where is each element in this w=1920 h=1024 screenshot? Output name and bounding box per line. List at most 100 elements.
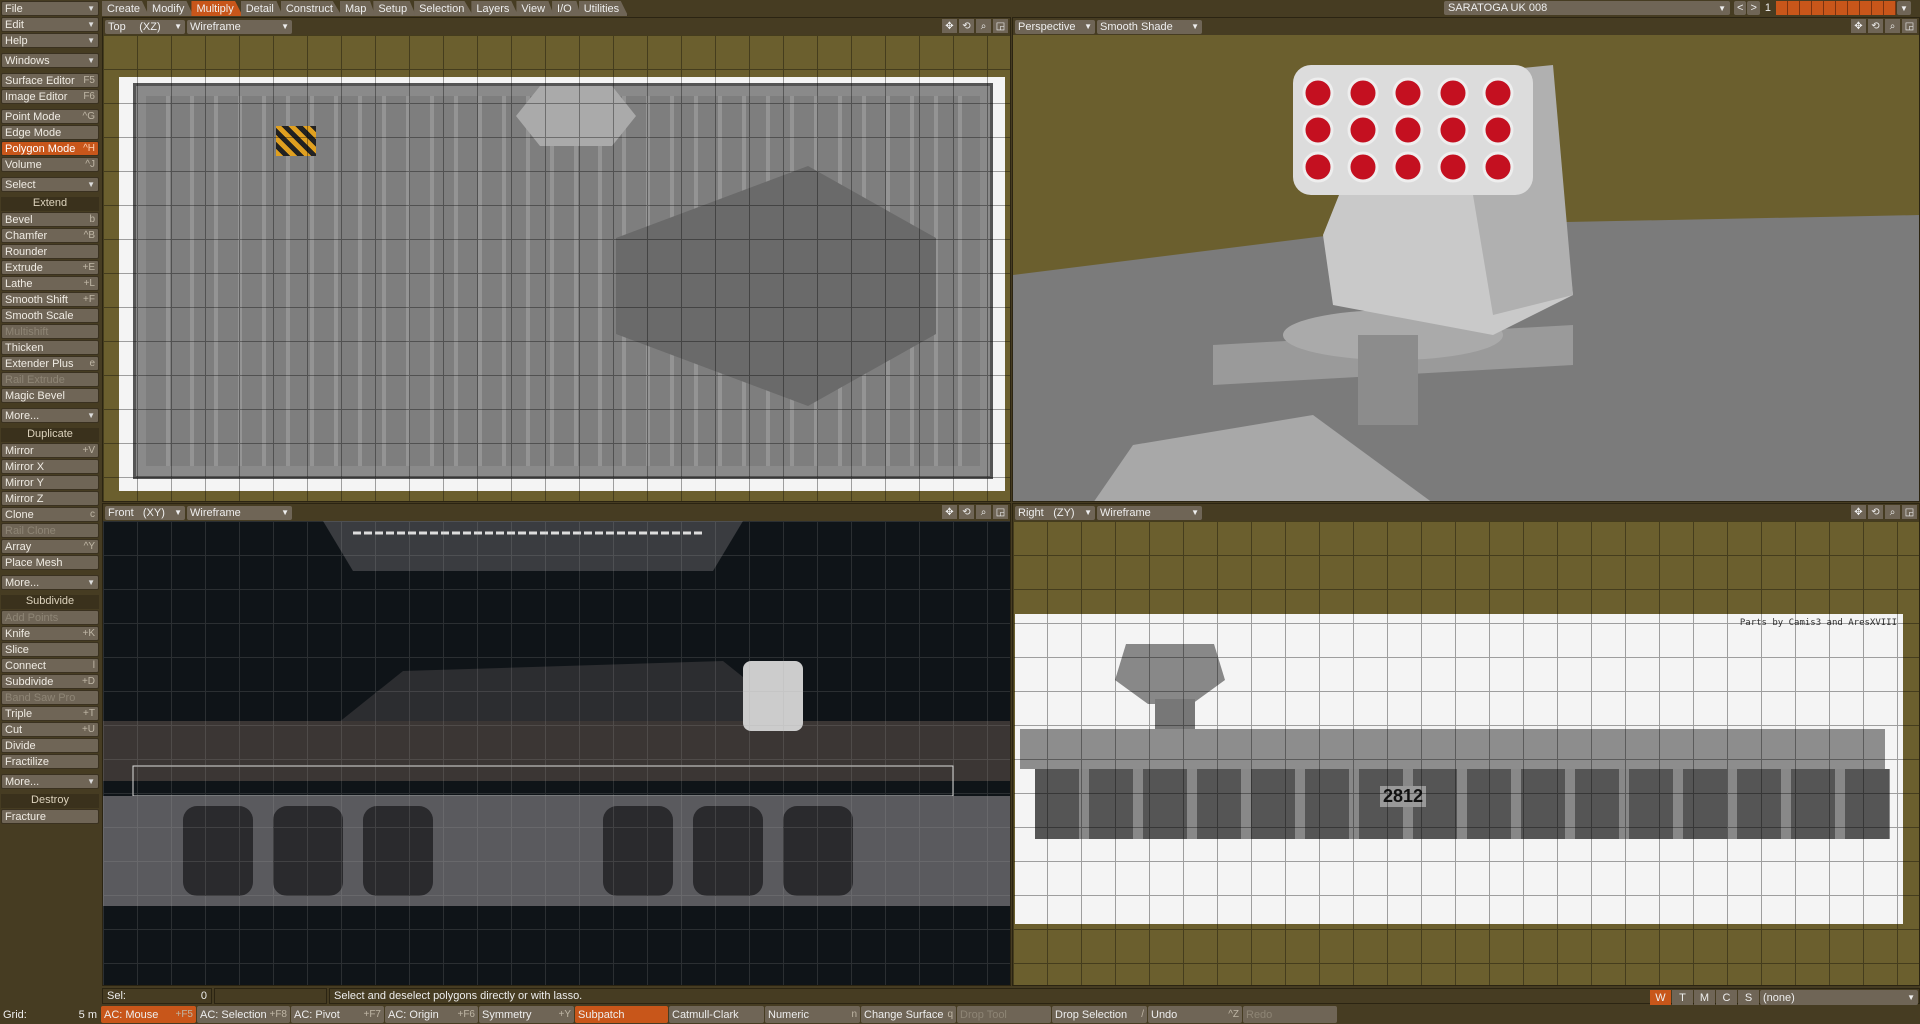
maximize-icon[interactable]: ◲ bbox=[1902, 505, 1917, 519]
rotate-icon[interactable]: ⟲ bbox=[959, 19, 974, 33]
next-layer-button[interactable]: > bbox=[1747, 1, 1760, 15]
subpatch-button[interactable]: Subpatch bbox=[575, 1006, 668, 1023]
symmetry-button[interactable]: Symmetry+Y bbox=[479, 1006, 574, 1023]
tab-multiply[interactable]: Multiply bbox=[191, 1, 243, 16]
tab-i-o[interactable]: I/O bbox=[552, 1, 581, 16]
tool-button-thicken[interactable]: Thicken bbox=[1, 340, 99, 355]
ac-origin-button[interactable]: AC: Origin+F6 bbox=[385, 1006, 478, 1023]
tool-button-fractilize[interactable]: Fractilize bbox=[1, 754, 99, 769]
tab-create[interactable]: Create bbox=[102, 1, 150, 16]
move-icon[interactable]: ✥ bbox=[942, 19, 957, 33]
tool-button-polygon-mode[interactable]: Polygon Mode^H bbox=[1, 141, 99, 156]
tab-construct[interactable]: Construct bbox=[280, 1, 342, 16]
tool-button-knife[interactable]: Knife+K bbox=[1, 626, 99, 641]
tool-button-chamfer[interactable]: Chamfer^B bbox=[1, 228, 99, 243]
layer-bank[interactable] bbox=[1776, 1, 1896, 15]
move-icon[interactable]: ✥ bbox=[1851, 505, 1866, 519]
zoom-icon[interactable]: ⌕ bbox=[1885, 19, 1900, 33]
move-icon[interactable]: ✥ bbox=[1851, 19, 1866, 33]
ac-pivot-button[interactable]: AC: Pivot+F7 bbox=[291, 1006, 384, 1023]
tool-button-smooth-shift[interactable]: Smooth Shift+F bbox=[1, 292, 99, 307]
front-view-canvas[interactable] bbox=[103, 521, 1010, 985]
viewport-perspective[interactable]: Perspective▼ Smooth Shade▼ ✥⟲⌕◲ bbox=[1012, 17, 1920, 502]
mode-button-m[interactable]: M bbox=[1694, 990, 1715, 1005]
render-mode-select[interactable]: Wireframe▼ bbox=[187, 505, 292, 520]
dropdown-edit[interactable]: Edit▼ bbox=[1, 17, 99, 32]
mode-button-s[interactable]: S bbox=[1738, 990, 1759, 1005]
render-mode-select[interactable]: Wireframe▼ bbox=[1097, 505, 1202, 520]
ac-selection-button[interactable]: AC: Selection+F8 bbox=[197, 1006, 290, 1023]
tab-detail[interactable]: Detail bbox=[240, 1, 283, 16]
maximize-icon[interactable]: ◲ bbox=[993, 19, 1008, 33]
perspective-canvas[interactable] bbox=[1013, 35, 1919, 501]
rotate-icon[interactable]: ⟲ bbox=[1868, 19, 1883, 33]
dropdown-windows[interactable]: Windows▼ bbox=[1, 53, 99, 68]
tool-button-array[interactable]: Array^Y bbox=[1, 539, 99, 554]
view-type-select[interactable]: Right(ZY)▼ bbox=[1015, 505, 1095, 520]
tab-view[interactable]: View bbox=[516, 1, 555, 16]
tool-button-rounder[interactable]: Rounder bbox=[1, 244, 99, 259]
tool-button-subdivide[interactable]: Subdivide+D bbox=[1, 674, 99, 689]
tool-button-mirror-x[interactable]: Mirror X bbox=[1, 459, 99, 474]
dropdown-help[interactable]: Help▼ bbox=[1, 33, 99, 48]
maximize-icon[interactable]: ◲ bbox=[1902, 19, 1917, 33]
mode-button-w[interactable]: W bbox=[1650, 990, 1671, 1005]
dropdown-more[interactable]: More...▼ bbox=[1, 774, 99, 789]
tab-modify[interactable]: Modify bbox=[147, 1, 194, 16]
maximize-icon[interactable]: ◲ bbox=[993, 505, 1008, 519]
layer-menu-button[interactable]: ▼ bbox=[1897, 1, 1911, 15]
tool-button-slice[interactable]: Slice bbox=[1, 642, 99, 657]
drop-selection-button[interactable]: Drop Selection/ bbox=[1052, 1006, 1147, 1023]
tool-button-mirror-y[interactable]: Mirror Y bbox=[1, 475, 99, 490]
catmull-clark-button[interactable]: Catmull-Clark bbox=[669, 1006, 764, 1023]
dropdown-select[interactable]: Select▼ bbox=[1, 177, 99, 192]
dropdown-more[interactable]: More...▼ bbox=[1, 575, 99, 590]
tab-setup[interactable]: Setup bbox=[373, 1, 417, 16]
render-mode-select[interactable]: Wireframe▼ bbox=[187, 19, 292, 34]
tool-button-edge-mode[interactable]: Edge Mode bbox=[1, 125, 99, 140]
zoom-icon[interactable]: ⌕ bbox=[1885, 505, 1900, 519]
object-layer-selector[interactable]: SARATOGA UK 008▼ bbox=[1444, 1, 1730, 15]
zoom-icon[interactable]: ⌕ bbox=[976, 19, 991, 33]
tool-button-place-mesh[interactable]: Place Mesh bbox=[1, 555, 99, 570]
tool-button-point-mode[interactable]: Point Mode^G bbox=[1, 109, 99, 124]
right-view-canvas[interactable]: Parts by Camis3 and AresXVIII 2812 bbox=[1013, 521, 1919, 985]
tool-button-fracture[interactable]: Fracture bbox=[1, 809, 99, 824]
ac-mouse-button[interactable]: AC: Mouse+F5 bbox=[101, 1006, 196, 1023]
rotate-icon[interactable]: ⟲ bbox=[1868, 505, 1883, 519]
view-type-select[interactable]: Front(XY)▼ bbox=[105, 505, 185, 520]
dropdown-file[interactable]: File▼ bbox=[1, 1, 99, 16]
tool-button-magic-bevel[interactable]: Magic Bevel bbox=[1, 388, 99, 403]
tool-button-mirror[interactable]: Mirror+V bbox=[1, 443, 99, 458]
view-type-select[interactable]: Perspective▼ bbox=[1015, 19, 1095, 34]
tab-layers[interactable]: Layers bbox=[471, 1, 519, 16]
zoom-icon[interactable]: ⌕ bbox=[976, 505, 991, 519]
tool-button-lathe[interactable]: Lathe+L bbox=[1, 276, 99, 291]
mode-button-t[interactable]: T bbox=[1672, 990, 1693, 1005]
tool-button-extrude[interactable]: Extrude+E bbox=[1, 260, 99, 275]
tool-button-divide[interactable]: Divide bbox=[1, 738, 99, 753]
mode-button-c[interactable]: C bbox=[1716, 990, 1737, 1005]
tool-button-triple[interactable]: Triple+T bbox=[1, 706, 99, 721]
view-type-select[interactable]: Top(XZ)▼ bbox=[105, 19, 185, 34]
viewport-front[interactable]: Front(XY)▼ Wireframe▼ ✥⟲⌕◲ bbox=[102, 503, 1011, 986]
viewport-top[interactable]: Top(XZ)▼ Wireframe▼ ✥⟲⌕◲ bbox=[102, 17, 1011, 502]
render-mode-select[interactable]: Smooth Shade▼ bbox=[1097, 19, 1202, 34]
tab-map[interactable]: Map bbox=[339, 1, 376, 16]
tool-button-cut[interactable]: Cut+U bbox=[1, 722, 99, 737]
undo-button[interactable]: Undo^Z bbox=[1148, 1006, 1242, 1023]
tool-button-smooth-scale[interactable]: Smooth Scale bbox=[1, 308, 99, 323]
prev-layer-button[interactable]: < bbox=[1734, 1, 1747, 15]
rotate-icon[interactable]: ⟲ bbox=[959, 505, 974, 519]
viewport-right[interactable]: Right(ZY)▼ Wireframe▼ ✥⟲⌕◲ Parts by Cami… bbox=[1012, 503, 1920, 986]
dropdown-more[interactable]: More...▼ bbox=[1, 408, 99, 423]
top-view-canvas[interactable] bbox=[103, 35, 1010, 501]
